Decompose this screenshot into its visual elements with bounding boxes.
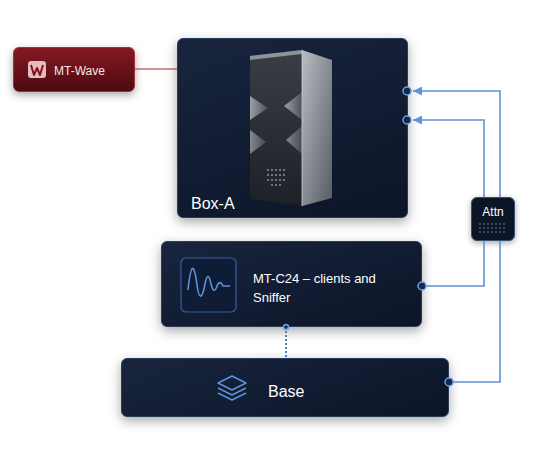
node-label: Base [268, 380, 388, 403]
attenuator-box: Attn [471, 197, 515, 241]
client-box: MT-C24 – clients and Sniffer [161, 241, 422, 327]
node-label: MT-Wave [54, 63, 132, 80]
source-box: MT-Wave [13, 47, 135, 92]
device-box: Box-A [177, 38, 408, 218]
connector [135, 68, 177, 69]
connector [422, 241, 484, 286]
connector [413, 91, 500, 197]
base-box: Base [121, 358, 449, 417]
connector [285, 327, 287, 358]
node-label: MT-C24 – clients and Sniffer [253, 269, 391, 307]
connector [449, 241, 500, 382]
node-label: Box-A [191, 192, 311, 215]
node-label: Attn [472, 204, 514, 221]
connector [413, 120, 484, 197]
